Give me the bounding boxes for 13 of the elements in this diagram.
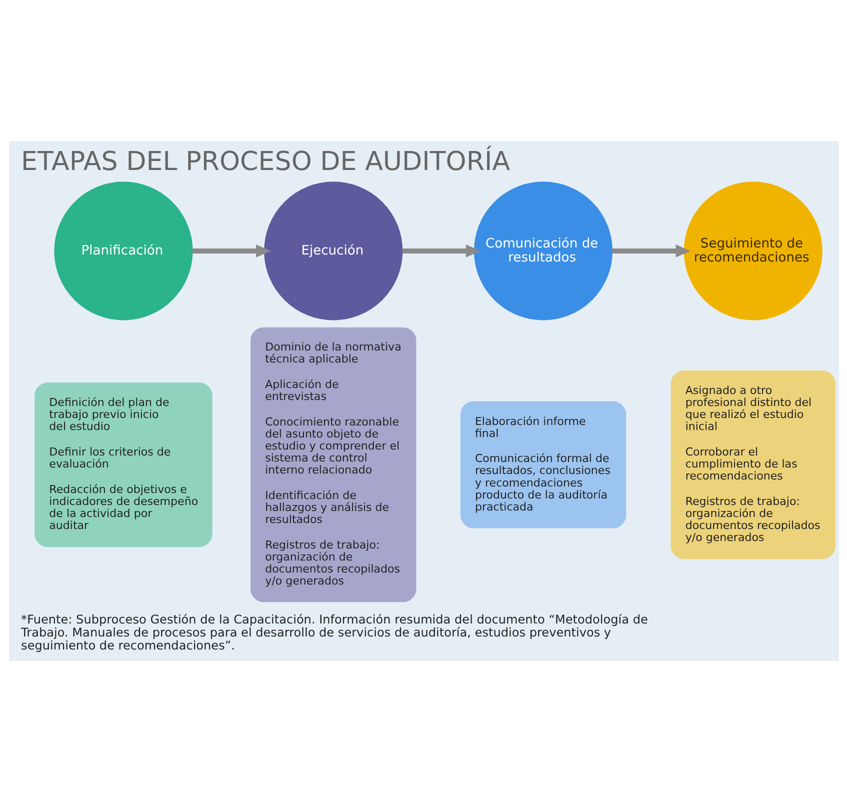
arrow: [612, 244, 690, 257]
node-circle: Ejecución: [264, 181, 402, 320]
node-box: Asignado a otro profesional distinto del que realizó el estudio inicial Corroborar el cumplimiento de las recomendaciones Registros de trabajo: organización de documentos recopilados y/o generados: [670, 370, 835, 559]
diagram-title: ETAPAS DEL PROCESO DE AUDITORÍA: [20, 146, 510, 176]
node-box: Definición del plan de trabajo previo inicio del estudio Definir los criterios de evaluación Redacción de objetivos e indicadores de desempeño de la actividad por auditar: [34, 382, 212, 547]
node-box: Elaboración informe final Comunicación formal de resultados, conclusiones y recomendaciones producto de la auditoría practicada: [460, 400, 626, 528]
node-circle: Comunicación de resultados: [473, 181, 612, 320]
arrow: [402, 244, 480, 257]
node-circle: Planificación: [54, 181, 192, 320]
node-circle: Seguimiento de recomendaciones: [683, 181, 822, 320]
arrow: [192, 244, 270, 257]
node-box: Dominio de la normativa técnica aplicable Aplicación de entrevistas Conocimiento razonable del asunto objeto de estudio y comprender el sistema de control interno relacionado Identificación de hallazgos y análisis de resultados Registros de trabajo: organización de documentos recopilados y/o generados: [250, 326, 416, 602]
caption: *Fuente: Subproceso Gestión de la Capacitación. Información resumida del documento “Metodología de Trabajo. Manuales de procesos para el desarrollo de servicios de auditoría, estudios preventivos y seguimiento de recomendaciones”.: [20, 612, 648, 652]
